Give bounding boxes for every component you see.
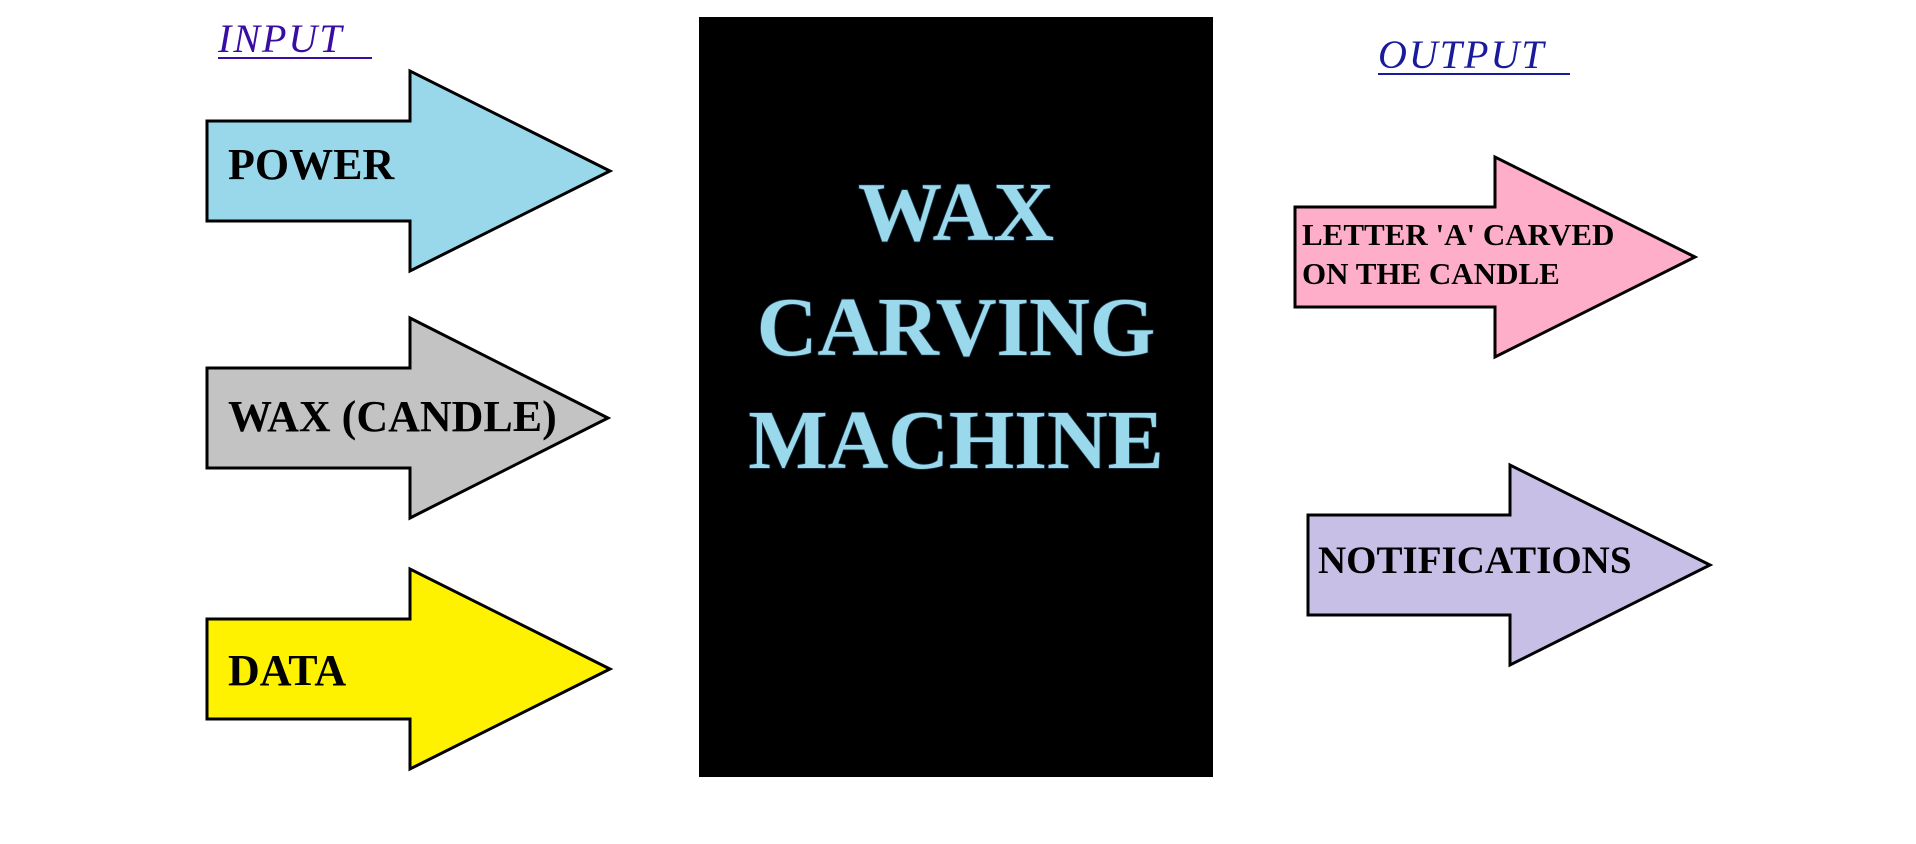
input-arrow-power: POWER <box>205 68 614 274</box>
output-arrow-label-line-1: LETTER 'A' CARVED <box>1302 217 1614 252</box>
input-arrow-label: WAX (CANDLE) <box>228 392 557 441</box>
machine-title-line-3: MACHINE <box>748 394 1163 487</box>
input-arrow-shape <box>205 315 612 521</box>
output-arrow-label-line-2: ON THE CANDLE <box>1302 256 1560 291</box>
input-arrow-data: DATA <box>205 566 614 772</box>
machine-title-line-1: WAX <box>858 166 1054 259</box>
input-arrow-wax-candle: WAX (CANDLE) <box>205 315 612 521</box>
output-arrow-label: NOTIFICATIONS <box>1318 539 1632 582</box>
input-arrow-label: POWER <box>228 140 395 189</box>
input-arrow-label: DATA <box>228 646 346 695</box>
input-heading: INPUT <box>217 16 344 61</box>
input-arrow-shape <box>205 566 614 772</box>
machine-title-line-2: CARVING <box>757 281 1155 374</box>
output-arrow-notifications: NOTIFICATIONS <box>1306 462 1714 668</box>
output-arrow-shape <box>1293 154 1699 360</box>
input-arrow-shape <box>205 68 614 274</box>
output-arrow-letter-carved: LETTER 'A' CARVED ON THE CANDLE <box>1293 154 1699 360</box>
output-heading: OUTPUT <box>1378 32 1546 77</box>
machine-block <box>699 17 1213 777</box>
output-arrow-shape <box>1306 462 1714 668</box>
